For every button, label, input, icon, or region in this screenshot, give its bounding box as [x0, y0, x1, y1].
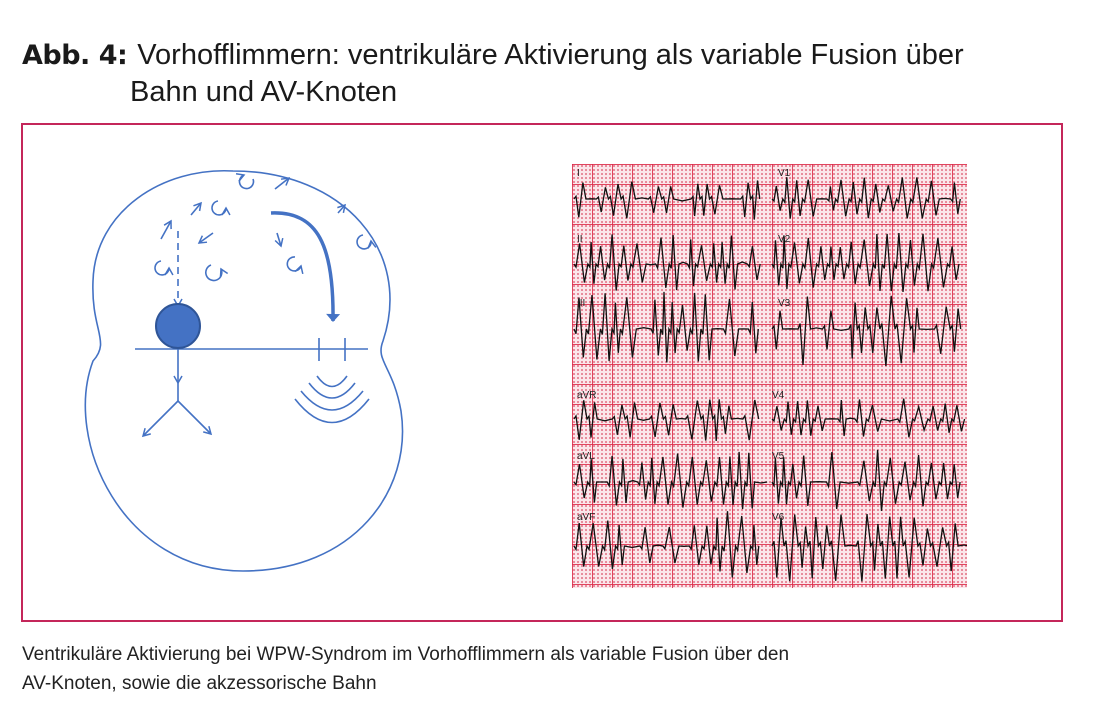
figure-frame: I II III aVR aVL aVF V1 V2 V3 V4 V5 V6: [21, 123, 1063, 622]
ecg-trace: [771, 232, 960, 292]
ecg-trace: [573, 234, 761, 291]
right-bundle: [177, 400, 213, 436]
ecg-trace: [573, 180, 761, 220]
ecg-traces: [573, 177, 967, 582]
ecg-trace: [771, 449, 961, 511]
lead-label-aVL: aVL: [577, 451, 595, 462]
ecg-trace: [771, 398, 966, 438]
ventricular-wavefront-arcs-icon: [316, 375, 348, 388]
heart-diagram: [84, 170, 404, 572]
av-node-circle-icon: [155, 303, 201, 349]
lead-label-aVF: aVF: [577, 512, 596, 523]
lead-label-V4: V4: [772, 390, 785, 401]
lead-label-V6: V6: [772, 512, 785, 523]
figure-caption: Ventrikuläre Aktivierung bei WPW-Syndrom…: [22, 640, 1082, 698]
lead-label-II: II: [577, 234, 583, 245]
lead-label-aVR: aVR: [577, 390, 597, 401]
ecg-trace: [573, 451, 768, 510]
accessory-pathway-arrow-icon: [270, 211, 341, 322]
lead-label-V3: V3: [778, 298, 791, 309]
lead-label-V5: V5: [772, 451, 785, 462]
lead-label-I: I: [577, 168, 580, 179]
ecg-trace: [573, 291, 759, 363]
ecg-trace: [771, 295, 962, 366]
caption-line2: AV-Knoten, sowie die akzessorische Bahn: [22, 673, 377, 694]
figure-title-line2: Bahn und AV-Knoten: [130, 76, 398, 108]
left-bundle: [141, 400, 179, 438]
reentry-circle-arrows-icon: [154, 173, 377, 282]
lead-label-V2: V2: [778, 234, 791, 245]
caption-line1: Ventrikuläre Aktivierung bei WPW-Syndrom…: [22, 644, 790, 665]
ecg-trace: [771, 177, 961, 219]
ecg-trace: [573, 399, 760, 441]
lead-label-V1: V1: [778, 168, 791, 179]
ecg-trace: [771, 514, 967, 582]
lead-label-III: III: [577, 298, 586, 309]
figure-title: Abb. 4: Vorhofflimmern: ventrikuläre Akt…: [22, 36, 1082, 110]
heart-outline-icon: [84, 170, 404, 572]
ecg-strip: I II III aVR aVL aVF V1 V2 V3 V4 V5 V6: [572, 164, 967, 588]
ecg-trace: [573, 511, 760, 578]
figure-number: Abb. 4:: [22, 40, 128, 71]
figure-title-line1: Vorhofflimmern: ventrikuläre Aktivierung…: [137, 39, 964, 71]
